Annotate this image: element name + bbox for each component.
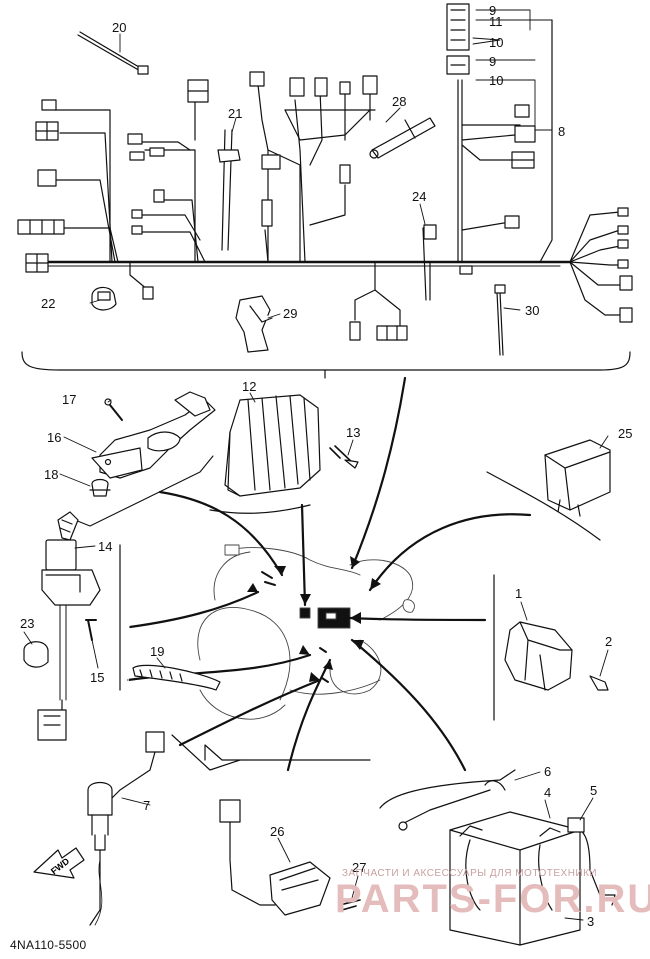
wire-harness xyxy=(38,19,626,326)
strap-19 xyxy=(132,664,221,691)
callout-28: 28 xyxy=(392,94,406,109)
callout-17: 17 xyxy=(62,392,76,407)
callout-5: 5 xyxy=(590,783,597,798)
motorcycle-outline xyxy=(197,544,415,720)
battery-group xyxy=(379,769,616,946)
harness-connectors xyxy=(17,3,633,341)
callout-9b: 9 xyxy=(489,54,496,69)
harness-bracket xyxy=(21,351,631,371)
callout-20: 20 xyxy=(112,20,126,35)
callout-18: 18 xyxy=(44,467,58,482)
band-21 xyxy=(217,129,241,251)
watermark: ЗАПЧАСТИ И АКСЕССУАРЫ ДЛЯ МОТОТЕХНИКИ PA… xyxy=(335,868,650,921)
callout-13: 13 xyxy=(346,425,360,440)
leader-lines xyxy=(126,376,532,772)
callout-11: 11 xyxy=(489,14,503,29)
holder-29 xyxy=(235,295,273,353)
callout-23: 23 xyxy=(20,616,34,631)
callout-27: 27 xyxy=(352,860,366,875)
cable-tie-20 xyxy=(77,31,149,75)
starter-relay-group xyxy=(493,574,609,721)
callout-9a: 9 xyxy=(489,3,496,18)
callout-14: 14 xyxy=(98,539,112,554)
watermark-text: ЗАПЧАСТИ И АКСЕССУАРЫ ДЛЯ МОТОТЕХНИКИ xyxy=(342,868,597,879)
callout-3: 3 xyxy=(587,914,594,929)
callout-10a: 10 xyxy=(489,35,503,50)
callout-25: 25 xyxy=(618,426,632,441)
callout-15: 15 xyxy=(90,670,104,685)
callout-4: 4 xyxy=(544,785,551,800)
callout-numbers: 20 21 28 22 29 30 24 9 11 10 9 10 8 17 1… xyxy=(20,3,632,929)
clamp-22 xyxy=(91,286,117,311)
callout-30: 30 xyxy=(525,303,539,318)
bracket-group xyxy=(69,391,216,527)
callout-6: 6 xyxy=(544,764,551,779)
leader-arrowheads xyxy=(247,556,381,682)
callout-8: 8 xyxy=(558,124,565,139)
callout-7: 7 xyxy=(143,798,150,813)
rectifier-group xyxy=(209,394,359,514)
callout-22: 22 xyxy=(41,296,55,311)
band-24 xyxy=(422,227,427,301)
callout-16: 16 xyxy=(47,430,61,445)
callout-26: 26 xyxy=(270,824,284,839)
fwd-arrow xyxy=(33,847,85,879)
callout-12: 12 xyxy=(242,379,256,394)
callout-leaders xyxy=(23,9,609,921)
callout-10b: 10 xyxy=(489,73,503,88)
sensor-7 xyxy=(87,731,241,926)
callout-24: 24 xyxy=(412,189,426,204)
callout-1: 1 xyxy=(515,586,522,601)
callout-21: 21 xyxy=(228,106,242,121)
callout-29: 29 xyxy=(283,306,297,321)
relay-25 xyxy=(486,439,611,541)
callout-19: 19 xyxy=(150,644,164,659)
clamp-28 xyxy=(369,117,436,159)
flasher-group xyxy=(204,744,371,916)
band-30 xyxy=(494,284,506,356)
diagram-part-code: 4NA110-5500 xyxy=(10,938,87,952)
watermark-logo: PARTS-FOR.RU xyxy=(335,877,650,921)
main-switch-group xyxy=(23,511,131,741)
callout-2: 2 xyxy=(605,634,612,649)
